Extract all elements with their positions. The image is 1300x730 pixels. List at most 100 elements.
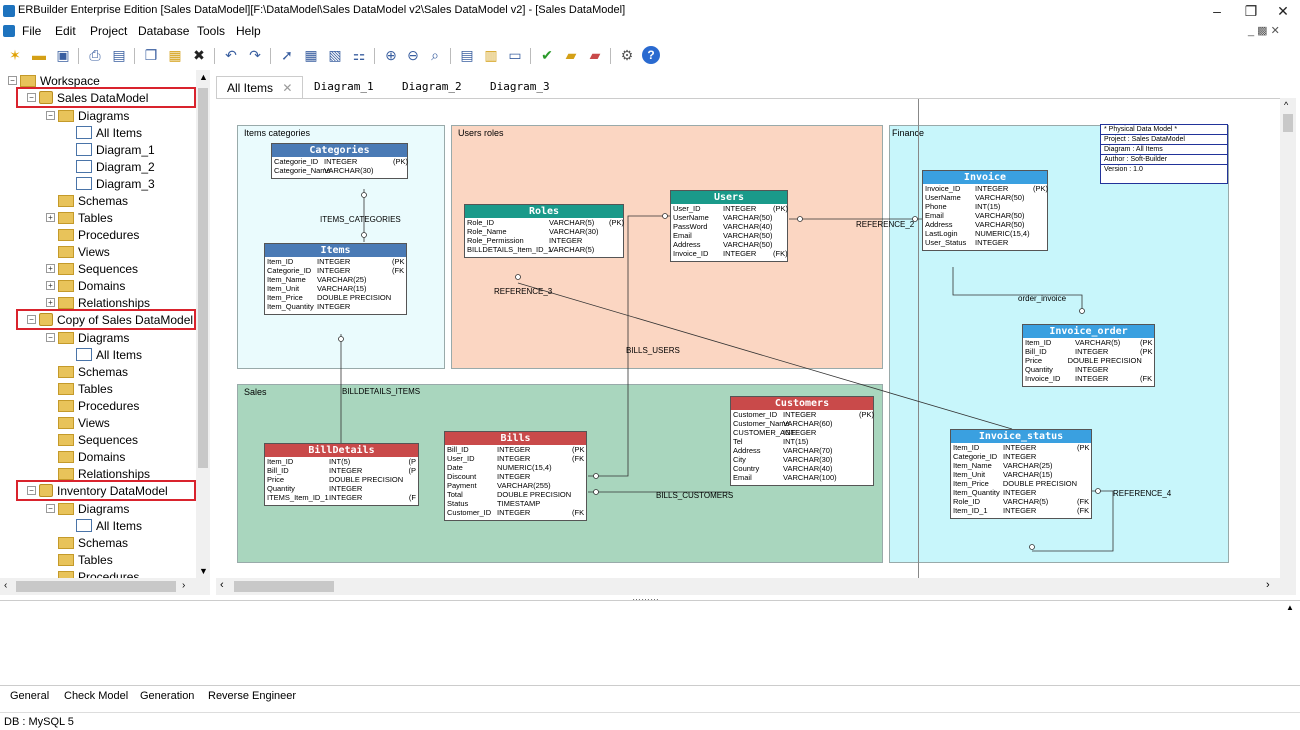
- collapse-icon[interactable]: −: [27, 315, 36, 324]
- tree-node-schemas[interactable]: Schemas: [58, 363, 128, 380]
- tree-node-tables[interactable]: Tables: [58, 380, 113, 397]
- tab-generation[interactable]: Generation: [140, 690, 194, 702]
- entity-column-row[interactable]: Item_IDINTEGER(PK: [951, 443, 1091, 452]
- tree-node-diagram[interactable]: Diagram_2: [76, 158, 155, 175]
- expand-icon[interactable]: +: [46, 213, 55, 222]
- entity-column-row[interactable]: DiscountINTEGER: [445, 472, 586, 481]
- entity-column-row[interactable]: UserNameVARCHAR(50): [671, 213, 787, 222]
- tab-close-icon[interactable]: ✕: [282, 81, 292, 95]
- entity-column-row[interactable]: Role_IDVARCHAR(5)(FK: [951, 497, 1091, 506]
- entity-column-row[interactable]: UserNameVARCHAR(50): [923, 193, 1047, 202]
- entity-column-row[interactable]: Item_QuantityINTEGER: [951, 488, 1091, 497]
- delete-icon[interactable]: ✖: [190, 46, 208, 64]
- entity-column-row[interactable]: Role_PermissionINTEGER: [465, 236, 623, 245]
- maximize-button[interactable]: ❐: [1234, 0, 1268, 22]
- scroll-down-icon[interactable]: ▼: [199, 566, 208, 576]
- relationship-icon[interactable]: ⚏: [350, 46, 368, 64]
- tree-node-domains[interactable]: +Domains: [46, 277, 125, 294]
- tab-diagram-3[interactable]: Diagram_3: [480, 76, 560, 98]
- output-panel[interactable]: ▲: [0, 600, 1300, 686]
- entity-column-row[interactable]: EmailVARCHAR(50): [671, 231, 787, 240]
- label-billdetails-items[interactable]: BILLDETAILS_ITEMS: [342, 387, 420, 396]
- zoom-fit-icon[interactable]: ⌕: [426, 46, 444, 64]
- label-items-categories[interactable]: ITEMS_CATEGORIES: [320, 215, 401, 224]
- entity-column-row[interactable]: Invoice_IDINTEGER(FK: [1023, 374, 1154, 383]
- table-icon[interactable]: ▦: [302, 46, 320, 64]
- entity-column-row[interactable]: LastLoginNUMERIC(15,4): [923, 229, 1047, 238]
- model-info-box[interactable]: * Physical Data Model * Project : Sales …: [1100, 124, 1228, 184]
- entity-column-row[interactable]: Item_UnitVARCHAR(15): [265, 284, 406, 293]
- copy-icon[interactable]: ❐: [142, 46, 160, 64]
- scroll-up-icon[interactable]: ▲: [199, 72, 208, 82]
- scroll-right-icon[interactable]: ›: [182, 580, 185, 591]
- save-icon[interactable]: ▣: [54, 46, 72, 64]
- scroll-right-icon[interactable]: ›: [1266, 579, 1270, 591]
- help-icon[interactable]: ?: [642, 46, 660, 64]
- tree-node-diagrams[interactable]: −Diagrams: [46, 107, 129, 124]
- print-icon[interactable]: ⎙: [86, 46, 104, 64]
- tree-node-diagram[interactable]: All Items: [76, 124, 142, 141]
- collapse-icon[interactable]: −: [46, 504, 55, 513]
- entity-column-row[interactable]: AddressVARCHAR(70): [731, 446, 873, 455]
- entity-categories[interactable]: CategoriesCategorie_IDINTEGER(PK)Categor…: [271, 143, 408, 179]
- tab-reverse-engineer[interactable]: Reverse Engineer: [208, 690, 296, 702]
- settings-icon[interactable]: ⚙: [618, 46, 636, 64]
- tree-node-tables[interactable]: +Tables: [46, 209, 113, 226]
- entity-column-row[interactable]: Role_NameVARCHAR(30): [465, 227, 623, 236]
- entity-column-row[interactable]: Categorie_IDINTEGER(PK): [272, 157, 407, 166]
- tree-node-diagram[interactable]: All Items: [76, 346, 142, 363]
- tree-node-diagrams[interactable]: −Diagrams: [46, 329, 129, 346]
- collapse-icon[interactable]: −: [46, 333, 55, 342]
- menu-help[interactable]: Help: [236, 24, 261, 38]
- tree-node-schemas[interactable]: Schemas: [58, 192, 128, 209]
- label-bills-users[interactable]: BILLS_USERS: [626, 346, 680, 355]
- entity-column-row[interactable]: PhoneINT(15): [923, 202, 1047, 211]
- menu-project[interactable]: Project: [90, 24, 127, 38]
- label-reference-4[interactable]: REFERENCE_4: [1113, 489, 1171, 498]
- menu-file[interactable]: File: [22, 24, 41, 38]
- check-model-icon[interactable]: ✔: [538, 46, 556, 64]
- zoom-out-icon[interactable]: ⊖: [404, 46, 422, 64]
- tab-check-model[interactable]: Check Model: [64, 690, 128, 702]
- scroll-left-icon[interactable]: ‹: [4, 580, 7, 591]
- tree-node-inventory-datamodel[interactable]: −Inventory DataModel: [16, 480, 196, 501]
- close-button[interactable]: ✕: [1266, 0, 1300, 22]
- entity-column-row[interactable]: Item_ID_1INTEGER(FK: [951, 506, 1091, 515]
- entity-column-row[interactable]: CUSTOMER_AGEINTEGER: [731, 428, 873, 437]
- new-icon[interactable]: ✶: [6, 46, 24, 64]
- entity-column-row[interactable]: Item_QuantityINTEGER: [265, 302, 406, 311]
- entity-column-row[interactable]: Customer_IDINTEGER(FK: [445, 508, 586, 517]
- entity-column-row[interactable]: Categorie_IDINTEGER: [951, 452, 1091, 461]
- tree-node-schemas[interactable]: Schemas: [58, 534, 128, 551]
- list-icon[interactable]: ▤: [458, 46, 476, 64]
- entity-customers[interactable]: CustomersCustomer_IDINTEGER(PK)Customer_…: [730, 396, 874, 486]
- menu-database[interactable]: Database: [138, 24, 189, 38]
- entity-column-row[interactable]: QuantityINTEGER: [1023, 365, 1154, 374]
- tree-node-sales-datamodel[interactable]: −Sales DataModel: [16, 87, 196, 108]
- tree-node-sequences[interactable]: Sequences: [58, 431, 138, 448]
- entity-column-row[interactable]: EmailVARCHAR(50): [923, 211, 1047, 220]
- label-bills-customers[interactable]: BILLS_CUSTOMERS: [656, 491, 733, 500]
- entity-column-row[interactable]: Item_IDINT(5)(P: [265, 457, 418, 466]
- entity-column-row[interactable]: Item_NameVARCHAR(25): [951, 461, 1091, 470]
- entity-column-row[interactable]: EmailVARCHAR(100): [731, 473, 873, 482]
- entity-column-row[interactable]: Categorie_NameVARCHAR(30): [272, 166, 407, 175]
- entity-column-row[interactable]: Item_IDINTEGER(PK: [265, 257, 406, 266]
- generate-icon[interactable]: ▰: [562, 46, 580, 64]
- tree-node-views[interactable]: Views: [58, 243, 110, 260]
- collapse-icon[interactable]: −: [46, 111, 55, 120]
- menu-tools[interactable]: Tools: [197, 24, 225, 38]
- zoom-in-icon[interactable]: ⊕: [382, 46, 400, 64]
- entity-column-row[interactable]: CountryVARCHAR(40): [731, 464, 873, 473]
- label-reference-3[interactable]: REFERENCE_3: [494, 287, 552, 296]
- tab-diagram-2[interactable]: Diagram_2: [392, 76, 472, 98]
- scroll-left-icon[interactable]: ‹: [220, 579, 224, 591]
- entity-column-row[interactable]: Invoice_IDINTEGER(PK): [923, 184, 1047, 193]
- view-icon[interactable]: ▧: [326, 46, 344, 64]
- entity-items[interactable]: ItemsItem_IDINTEGER(PKCategorie_IDINTEGE…: [264, 243, 407, 315]
- entity-invoice-order[interactable]: Invoice_orderItem_IDVARCHAR(5)(PKBill_ID…: [1022, 324, 1155, 387]
- entity-column-row[interactable]: AddressVARCHAR(50): [923, 220, 1047, 229]
- entity-column-row[interactable]: Bill_IDINTEGER(PK: [1023, 347, 1154, 356]
- collapse-icon[interactable]: −: [27, 486, 36, 495]
- entity-column-row[interactable]: User_IDINTEGER(PK): [671, 204, 787, 213]
